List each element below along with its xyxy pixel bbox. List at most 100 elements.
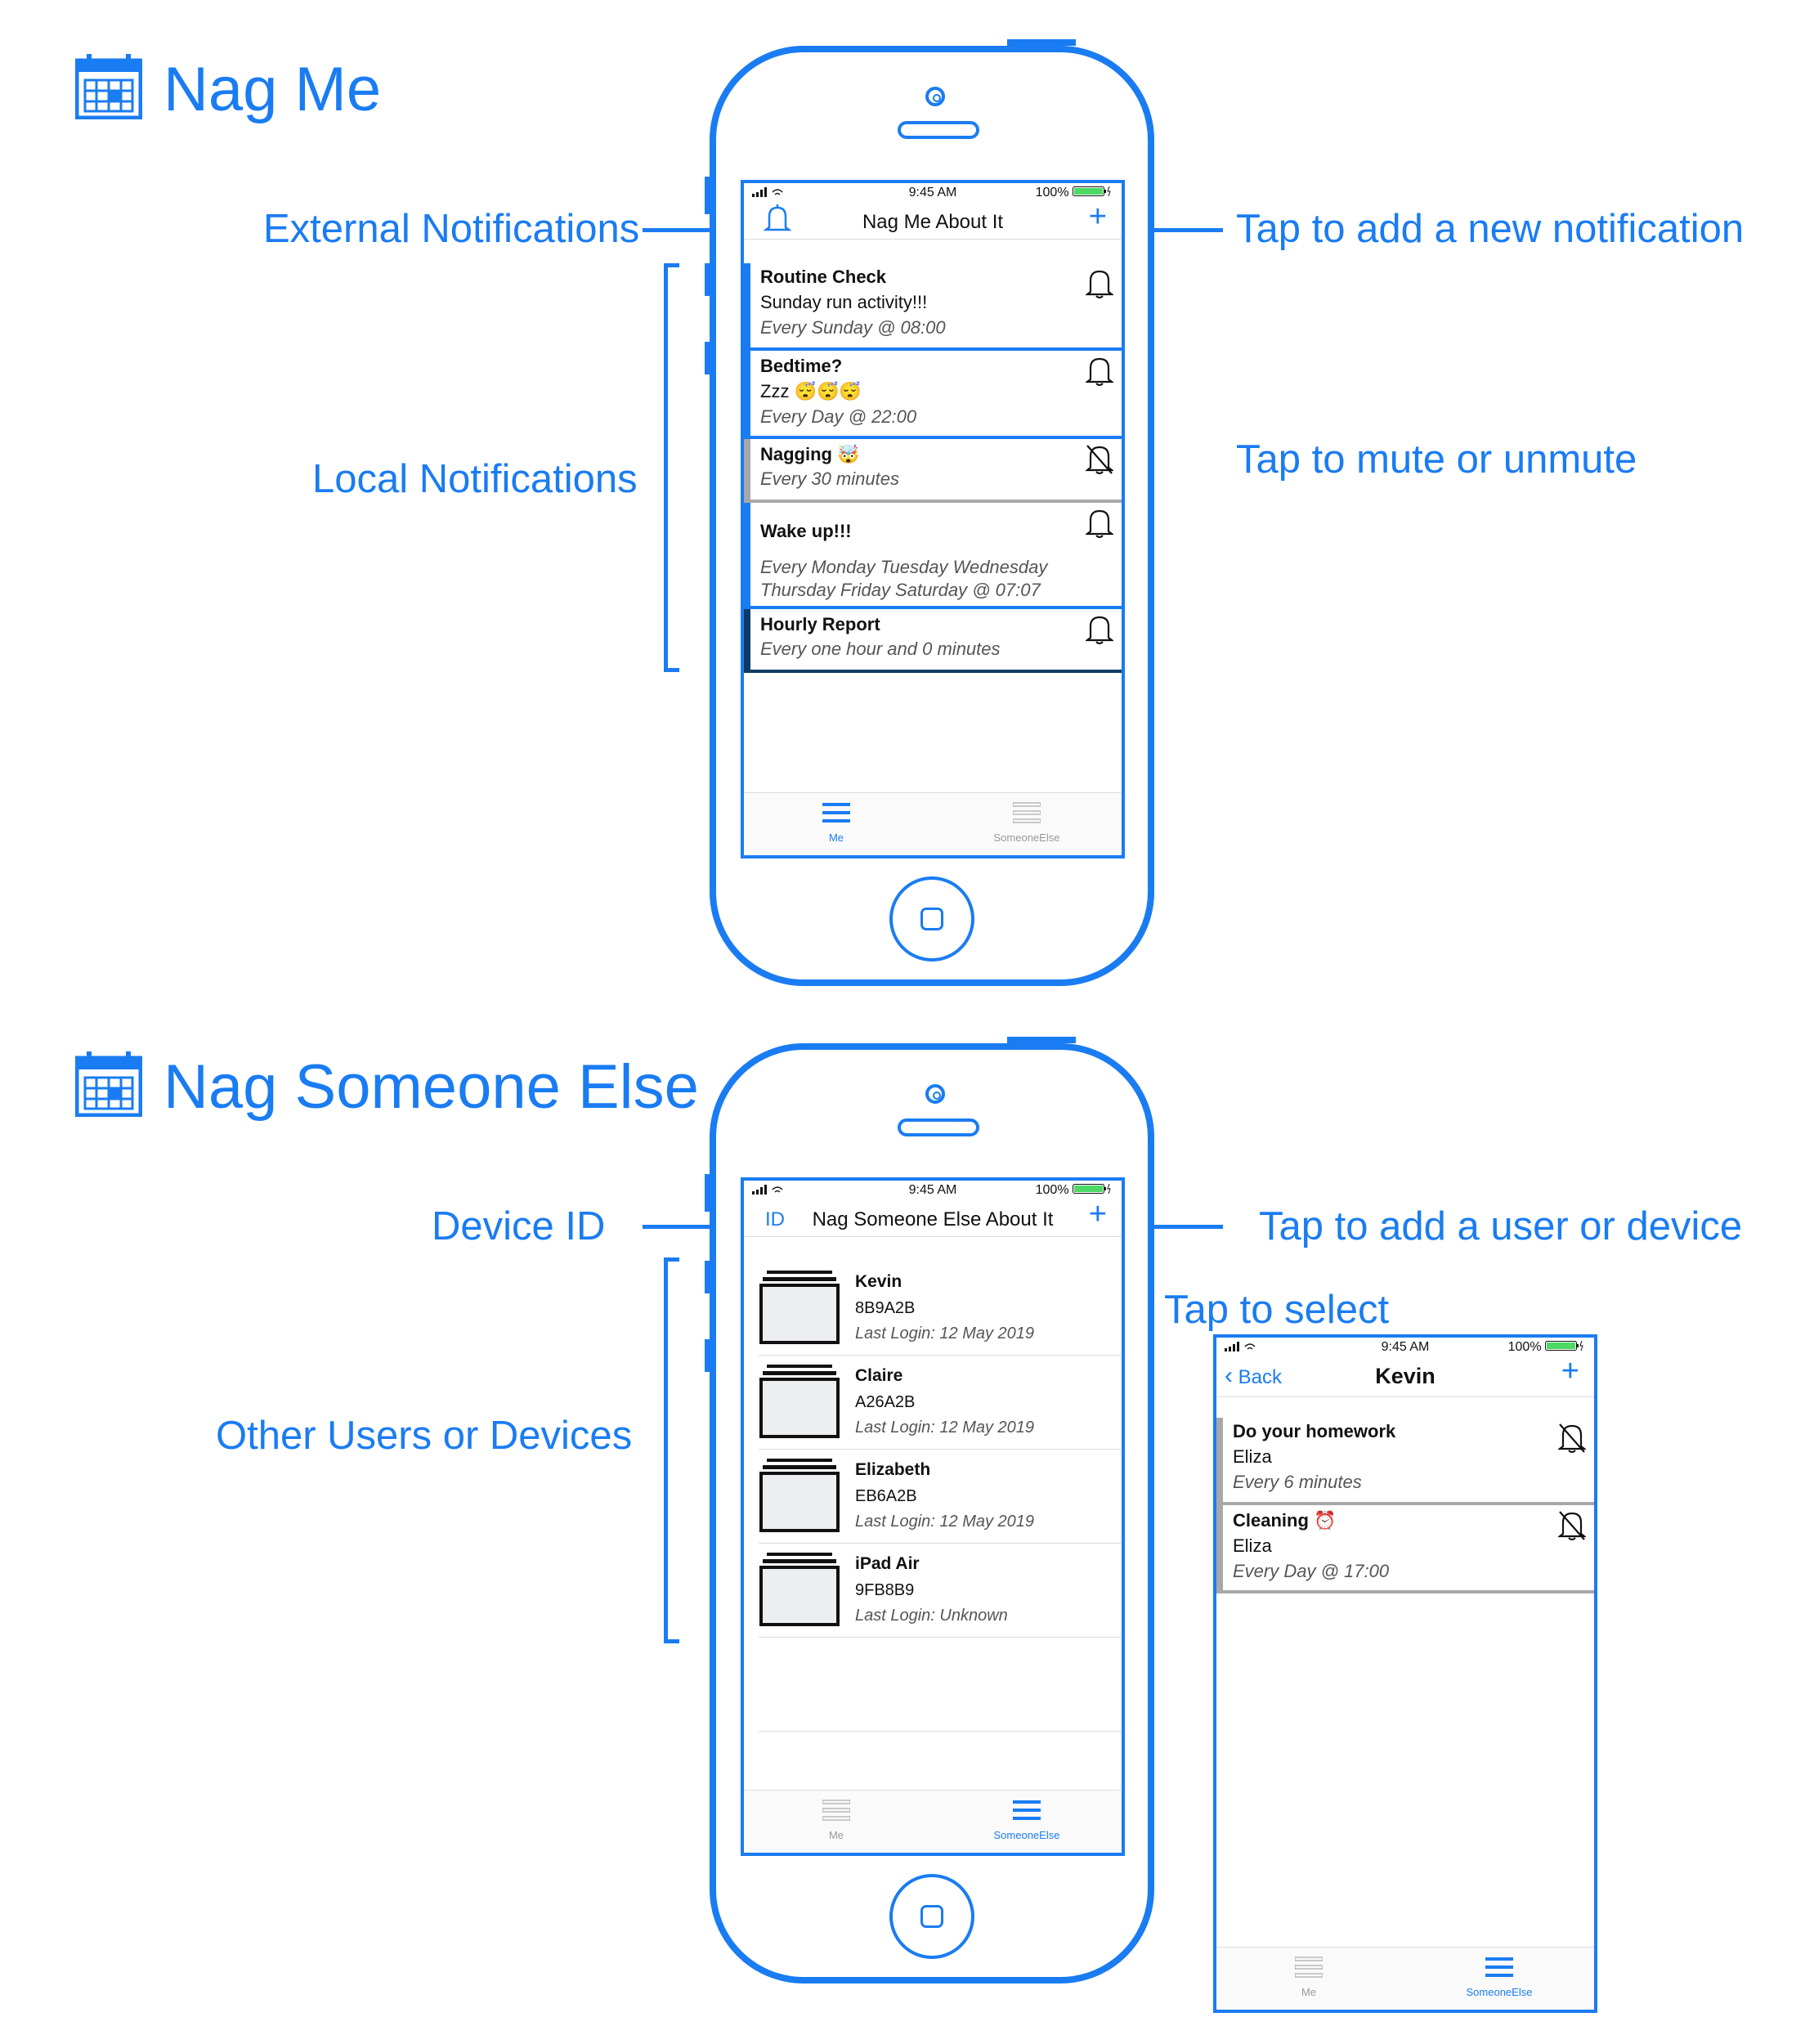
tab-me[interactable]: Me (787, 1799, 885, 1841)
screen-nag-someone-else: 9:45 AM 100% ID Nag Someone Else About I… (741, 1177, 1125, 1856)
phone-side-button (705, 1174, 711, 1212)
phone-side-button (705, 1261, 711, 1293)
device-icon (759, 1459, 840, 1532)
status-battery: 100% (1036, 1183, 1113, 1198)
list-icon (1294, 1957, 1324, 1978)
notification-row[interactable]: Routine Check Sunday run activity!!! Eve… (744, 263, 1122, 351)
status-time: 9:45 AM (908, 186, 957, 199)
device-row[interactable]: Kevin 8B9A2B Last Login: 12 May 2019 (759, 1261, 1122, 1356)
bell-muted-icon[interactable] (1086, 444, 1113, 475)
tab-me[interactable]: Me (787, 801, 885, 844)
add-notification-button[interactable]: + (1561, 1354, 1579, 1388)
annotation-line (643, 1225, 754, 1229)
row-title: Nagging 🤯 (760, 444, 860, 464)
device-name: Claire (855, 1366, 903, 1385)
navigation-bar: ID Nag Someone Else About It + (744, 1199, 1122, 1237)
nav-title: Nag Someone Else About It (812, 1208, 1054, 1230)
row-schedule: Every Day @ 22:00 (760, 406, 917, 427)
annotation-line (643, 228, 754, 232)
status-bar: 9:45 AM 100% (744, 1181, 1122, 1197)
tab-label: Me (828, 831, 844, 844)
notification-row[interactable]: Wake up!!! Every Monday Tuesday Wednesda… (744, 503, 1122, 609)
device-row[interactable]: Elizabeth EB6A2B Last Login: 12 May 2019 (759, 1449, 1122, 1544)
tab-label: Me (1301, 1986, 1317, 1998)
navigation-bar: ‹ Back Kevin + (1216, 1356, 1594, 1397)
list-icon (1013, 1800, 1041, 1820)
back-button[interactable]: ‹ Back (1225, 1364, 1282, 1389)
section-title-nag-someone-else: Nag Someone Else (163, 1052, 699, 1122)
phone-side-button (705, 177, 711, 214)
tab-me[interactable]: Me (1260, 1956, 1358, 1998)
notification-row[interactable]: Bedtime? Zzz 😴😴😴 Every Day @ 22:00 (744, 351, 1122, 439)
bell-icon[interactable] (1086, 356, 1113, 387)
row-schedule: Every 30 minutes (760, 468, 899, 489)
notification-row-muted[interactable]: Cleaning ⏰ Eliza Every Day @ 17:00 (1216, 1505, 1594, 1594)
bell-muted-icon[interactable] (1558, 1510, 1586, 1541)
tab-bar: Me SomeoneElse (1216, 1947, 1594, 2010)
bracket-local-notifications (664, 263, 679, 672)
notification-row[interactable]: Hourly Report Every one hour and 0 minut… (744, 609, 1122, 673)
status-time: 9:45 AM (908, 1183, 957, 1197)
status-battery: 100% (1508, 1340, 1586, 1355)
row-schedule: Every Sunday @ 08:00 (760, 317, 946, 338)
tab-label: SomeoneElse (993, 1829, 1060, 1841)
list-icon (822, 1800, 851, 1821)
home-button[interactable] (889, 1874, 974, 1959)
tab-someone-else[interactable]: SomeoneElse (1450, 1956, 1548, 1998)
external-notifications-bell-icon[interactable] (764, 203, 791, 235)
bell-icon[interactable] (1086, 268, 1113, 299)
device-icon (759, 1271, 840, 1344)
annotation-tap-select: Tap to select (1164, 1288, 1390, 1332)
add-user-device-button[interactable]: + (1088, 1197, 1107, 1231)
home-button[interactable] (889, 876, 974, 961)
device-last-login: Last Login: 12 May 2019 (855, 1513, 1035, 1531)
speaker-icon (898, 1118, 979, 1136)
bell-muted-icon[interactable] (1558, 1423, 1586, 1454)
phone-frame: 9:45 AM 100% Nag Me About It + Routine C… (710, 46, 1154, 986)
annotation-external-notifications: External Notifications (263, 207, 640, 251)
device-icon (759, 1553, 840, 1626)
row-subtitle: Sunday run activity!!! (760, 292, 928, 312)
list-icon (1485, 1957, 1513, 1977)
back-label: Back (1238, 1366, 1283, 1388)
annotation-add-notification: Tap to add a new notification (1236, 207, 1745, 251)
row-title: Cleaning ⏰ (1233, 1510, 1337, 1531)
tab-bar: Me SomeoneElse (744, 792, 1122, 855)
row-schedule: Every one hour and 0 minutes (760, 639, 1001, 659)
status-bar: 9:45 AM 100% (1216, 1338, 1594, 1354)
bell-icon[interactable] (1086, 508, 1113, 539)
tab-someone-else[interactable]: SomeoneElse (978, 801, 1076, 844)
nav-title: Kevin (1375, 1364, 1435, 1388)
device-last-login: Last Login: 12 May 2019 (855, 1325, 1035, 1342)
status-battery: 100% (1036, 186, 1113, 200)
row-title: Do your homework (1233, 1421, 1396, 1441)
tab-label: SomeoneElse (993, 831, 1060, 844)
row-title: Wake up!!! (760, 521, 852, 541)
phone-side-button (705, 342, 711, 374)
notification-row-muted[interactable]: Nagging 🤯 Every 30 minutes (744, 439, 1122, 503)
chevron-left-icon: ‹ (1225, 1362, 1233, 1389)
device-last-login: Last Login: Unknown (855, 1607, 1008, 1625)
phone-side-button (705, 263, 711, 296)
tab-someone-else[interactable]: SomeoneElse (978, 1799, 1076, 1841)
device-row[interactable]: Claire A26A2B Last Login: 12 May 2019 (759, 1355, 1122, 1450)
device-name: Kevin (855, 1272, 902, 1291)
device-id: 8B9A2B (855, 1299, 916, 1317)
device-name: Elizabeth (855, 1460, 931, 1479)
device-row[interactable]: iPad Air 9FB8B9 Last Login: Unknown (759, 1543, 1122, 1638)
camera-icon (925, 87, 945, 106)
device-id: 9FB8B9 (855, 1581, 915, 1599)
row-schedule: Every Day @ 17:00 (1233, 1561, 1390, 1581)
annotation-device-id: Device ID (432, 1204, 606, 1248)
add-notification-button[interactable]: + (1088, 199, 1107, 234)
phone-frame: 9:45 AM 100% ID Nag Someone Else About I… (710, 1043, 1154, 1983)
nav-title: Nag Me About It (862, 211, 1004, 233)
bell-icon[interactable] (1086, 614, 1113, 645)
list-icon (822, 803, 850, 823)
notification-row-muted[interactable]: Do your homework Eliza Every 6 minutes (1216, 1418, 1594, 1505)
device-id: A26A2B (855, 1393, 916, 1411)
device-id-button[interactable]: ID (765, 1208, 785, 1230)
phone-side-button (1007, 1037, 1076, 1043)
device-last-login: Last Login: 12 May 2019 (855, 1419, 1035, 1437)
signal-icon (752, 187, 783, 197)
